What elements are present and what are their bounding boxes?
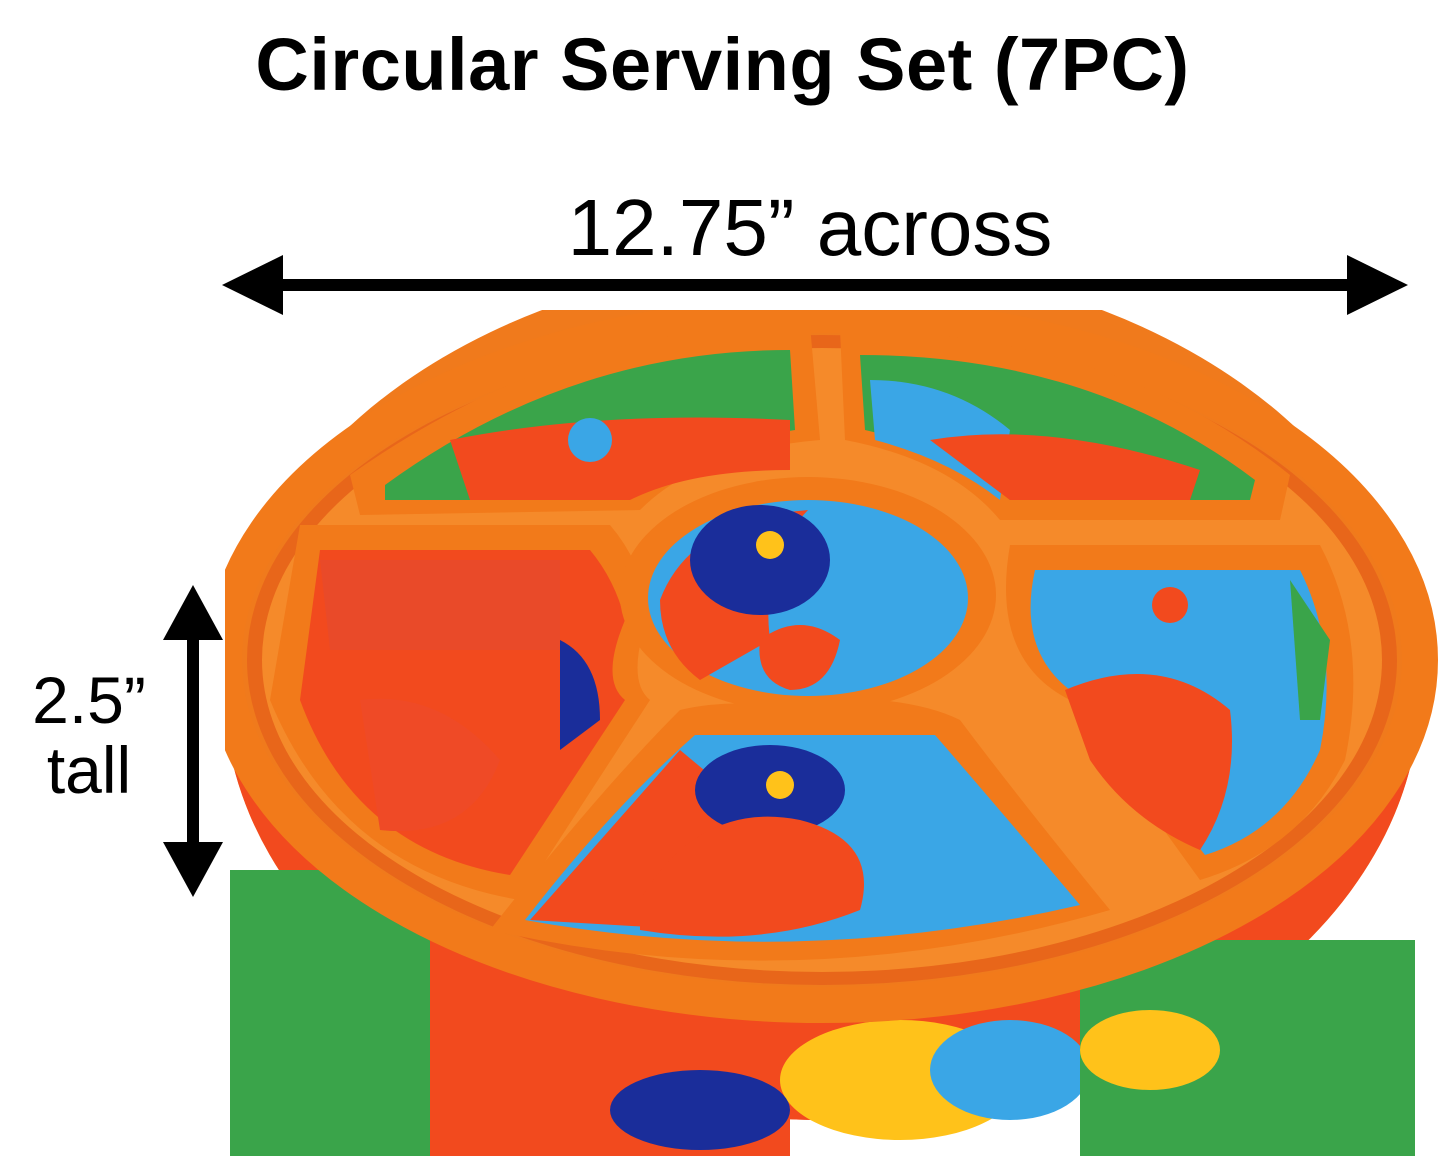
horizontal-double-arrow-icon [222, 255, 1408, 315]
bowl-top-left [350, 324, 820, 515]
product-title: Circular Serving Set (7PC) [255, 23, 1190, 106]
vertical-double-arrow-icon [163, 585, 223, 897]
height-value: 2.5” [32, 663, 146, 737]
bowl-right [1006, 545, 1354, 880]
bowl-center [620, 477, 996, 713]
width-dimension-label: 12.75” across [567, 183, 1053, 272]
bowl-left [270, 525, 650, 900]
bowl-top-right [840, 330, 1290, 520]
bowl-bottom [490, 700, 1110, 961]
height-unit-word: tall [46, 732, 132, 807]
height-dimension-label: 2.5” tall [0, 663, 178, 807]
product-photo [225, 310, 1438, 1156]
